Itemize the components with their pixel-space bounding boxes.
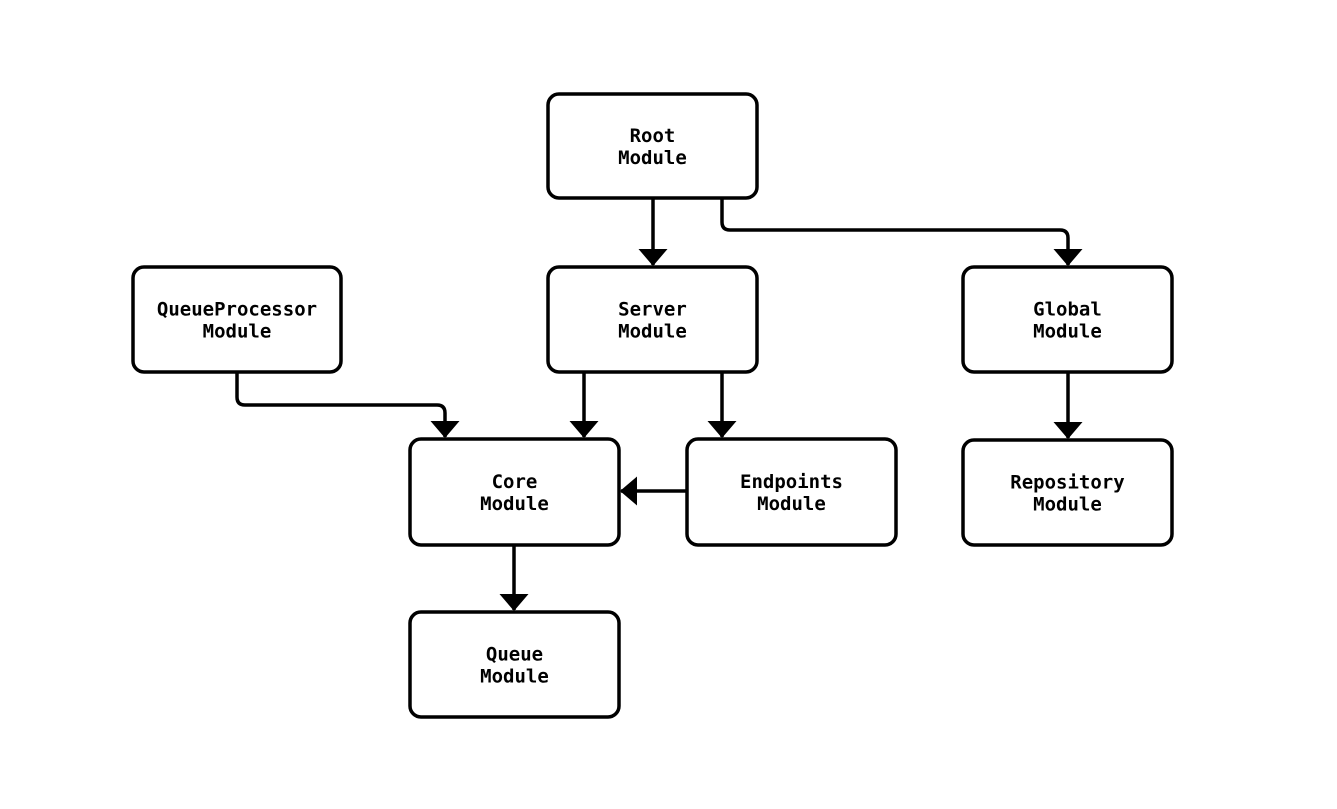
node-label-line: Root	[630, 125, 676, 147]
node-label-line: Module	[1033, 494, 1102, 516]
node-label-line: Module	[757, 493, 826, 515]
node-label-line: Module	[618, 147, 687, 169]
node-label-line: Queue	[486, 644, 543, 666]
node-box-endpoints	[685, 437, 898, 547]
node-label-line: Server	[618, 299, 687, 321]
node-box-global	[961, 265, 1174, 374]
node-box-server	[546, 265, 759, 374]
node-box-queue	[408, 610, 621, 719]
node-box-core	[408, 437, 621, 547]
node-box-repository	[961, 438, 1174, 547]
edge-root-to-global	[720, 198, 1083, 266]
node-box-queueprocessor	[131, 265, 343, 374]
node-label-line: Endpoints	[740, 471, 843, 493]
node-box-root	[546, 92, 759, 200]
node-label-line: QueueProcessor	[157, 299, 317, 321]
node-label-line: Module	[480, 493, 549, 515]
edge-queueprocessor-to-core	[235, 372, 460, 438]
node-label-line: Core	[492, 471, 538, 493]
node-label-line: Module	[203, 321, 272, 343]
node-label-line: Repository	[1010, 472, 1124, 494]
node-label-line: Module	[618, 321, 687, 343]
node-label-line: Module	[480, 666, 549, 688]
node-label-line: Global	[1033, 299, 1102, 321]
edges-layer	[235, 198, 1083, 611]
node-label-line: Module	[1033, 321, 1102, 343]
